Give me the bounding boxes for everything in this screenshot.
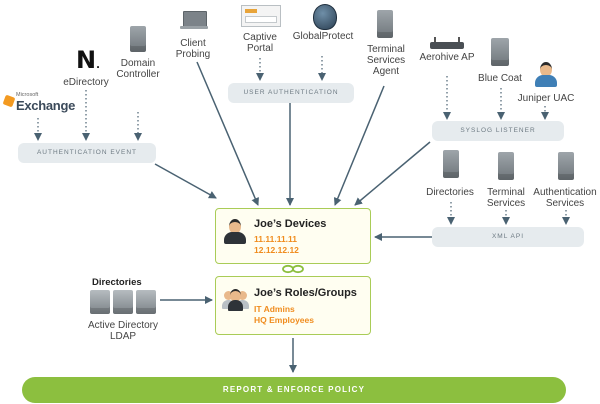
joes-roles-groups-card: Joe’s Roles/Groups IT Admins HQ Employee… [215, 276, 371, 335]
juniper-uac-user-icon [535, 62, 557, 88]
directories-server-icon [443, 150, 459, 178]
group-name: IT Admins [254, 304, 295, 314]
directories-group-title: Directories [92, 277, 142, 288]
user-avatar-icon [224, 219, 246, 245]
group-users-icon [222, 289, 250, 311]
exchange-logo-icon [2, 94, 16, 108]
terminal-services-server-icon [498, 152, 514, 180]
joes-devices-title: Joe’s Devices [254, 218, 327, 230]
globalprotect-shield-icon [313, 4, 337, 30]
joes-roles-groups-title: Joe’s Roles/Groups [254, 287, 357, 299]
report-enforce-policy-bar: REPORT & ENFORCE POLICY [22, 377, 566, 403]
terminal-services-agent-server-icon [377, 10, 393, 38]
chain-link-icon [282, 264, 304, 274]
xml-api-pill: XML API [432, 227, 584, 247]
user-authentication-pill: USER AUTHENTICATION [228, 83, 354, 103]
blue-coat-label: Blue Coat [478, 73, 522, 84]
novell-n-icon: N. [76, 46, 100, 74]
edirectory-label: eDirectory [63, 77, 109, 88]
syslog-listener-pill: SYSLOG LISTENER [432, 121, 564, 141]
group-name: HQ Employees [254, 315, 314, 325]
directories-source-label: Directories [426, 187, 474, 198]
laptop-icon [180, 11, 208, 29]
aerohive-ap-label: Aerohive AP [419, 52, 475, 63]
device-ip: 11.11.11.11 [254, 234, 298, 244]
syslog-to-devices-arrow [354, 141, 431, 206]
authentication-event-pill: AUTHENTICATION EVENT [18, 143, 156, 163]
client-probing-to-devices-arrow [196, 61, 259, 206]
captive-portal-form-icon [241, 5, 281, 27]
juniper-uac-label: Juniper UAC [517, 93, 575, 104]
domain-controller-server-icon [130, 26, 146, 52]
terminal-agent-to-devices-arrow [333, 85, 385, 206]
authentication-services-server-icon [558, 152, 574, 180]
globalprotect-label: GlobalProtect [292, 31, 354, 42]
joes-devices-card: Joe’s Devices 11.11.11.11 12.12.12.12 [215, 208, 371, 264]
device-ip: 12.12.12.12 [254, 245, 299, 255]
access-point-icon [430, 37, 464, 49]
exchange-logo: Microsoft Exchange [2, 92, 76, 116]
directory-servers-icon [90, 290, 156, 316]
auth-event-to-devices-arrow [154, 163, 217, 199]
blue-coat-server-icon [491, 38, 509, 66]
